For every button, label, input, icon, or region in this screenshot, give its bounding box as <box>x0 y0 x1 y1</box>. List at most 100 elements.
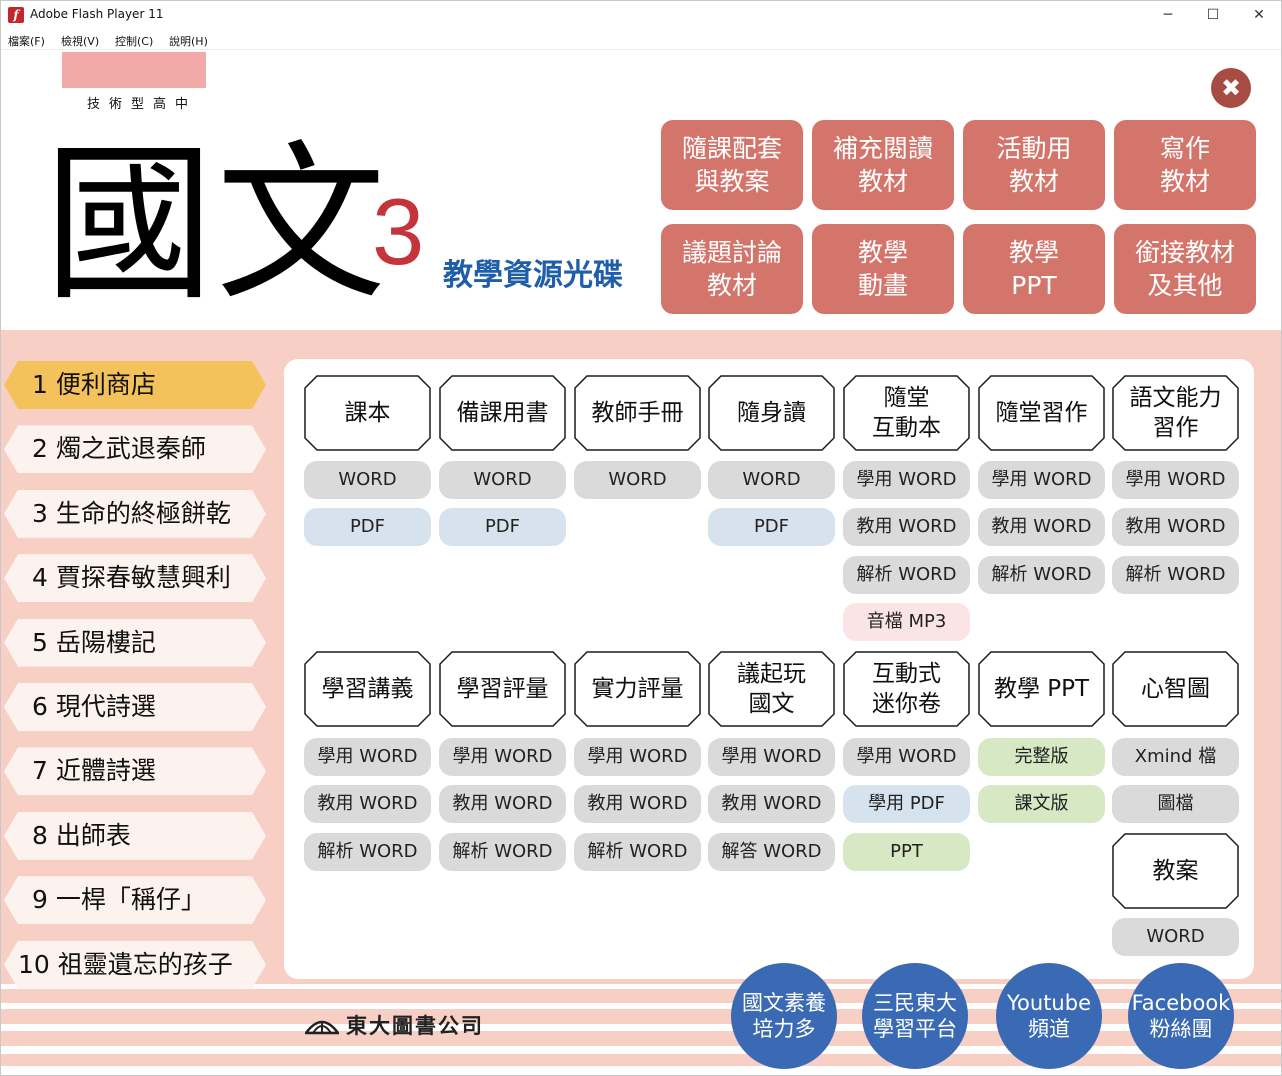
link-circle-4[interactable]: Facebook 粉絲團 <box>1128 963 1234 1069</box>
row1-col2-file-1[interactable]: WORD <box>439 461 566 499</box>
top-button-1[interactable]: 隨課配套 與教案 <box>661 120 803 210</box>
link-circle-3[interactable]: Youtube 頻道 <box>996 963 1102 1069</box>
row2-col5-file-3[interactable]: PPT <box>843 832 970 871</box>
row1-col6-file-1[interactable]: 學用 WORD <box>978 461 1105 499</box>
top-button-8[interactable]: 銜接教材 及其他 <box>1114 224 1256 314</box>
row2-header-1[interactable]: 學習講義 <box>304 651 431 727</box>
row2-col2-file-1[interactable]: 學用 WORD <box>439 738 566 776</box>
menu-control[interactable]: 控制(C) <box>115 35 154 48</box>
link-circle-1[interactable]: 國文素養 培力多 <box>731 963 837 1069</box>
row1-col5-file-2[interactable]: 教用 WORD <box>843 508 970 547</box>
row1-col1-file-1[interactable]: WORD <box>304 461 431 499</box>
top-button-3[interactable]: 活動用 教材 <box>963 120 1105 210</box>
row2-col3-file-3[interactable]: 解析 WORD <box>574 832 701 871</box>
row1-header-2[interactable]: 備課用書 <box>439 375 566 451</box>
lesson-item-6[interactable]: 6 現代詩選 <box>4 683 266 731</box>
row1-header-5-label: 隨堂 互動本 <box>872 385 941 441</box>
lesson-item-1[interactable]: 1 便利商店 <box>4 361 266 409</box>
row1-header-1[interactable]: 課本 <box>304 375 431 451</box>
row2-col5-file-2[interactable]: 學用 PDF <box>843 785 970 824</box>
lesson-plan-file-1[interactable]: WORD <box>1112 918 1239 956</box>
row1-col3-file-1[interactable]: WORD <box>574 461 701 499</box>
row1-header-1-label: 課本 <box>344 400 391 426</box>
row2-col7-file-2[interactable]: 圖檔 <box>1112 785 1239 824</box>
row2-col4-file-3[interactable]: 解答 WORD <box>708 832 835 871</box>
row2-header-3[interactable]: 實力評量 <box>574 651 701 727</box>
row1-col7-file-1[interactable]: 學用 WORD <box>1112 461 1239 499</box>
row1-col5-file-1[interactable]: 學用 WORD <box>843 461 970 499</box>
row2-col4-file-2[interactable]: 教用 WORD <box>708 785 835 824</box>
link-circle-2[interactable]: 三民東大 學習平台 <box>862 963 968 1069</box>
maximize-button[interactable]: ☐ <box>1206 7 1220 23</box>
row2-col6-file-2[interactable]: 課文版 <box>978 785 1105 824</box>
row2-col2-file-2[interactable]: 教用 WORD <box>439 785 566 824</box>
row2-header-2[interactable]: 學習評量 <box>439 651 566 727</box>
menu-view[interactable]: 檢視(V) <box>61 35 100 48</box>
minimize-button[interactable]: ─ <box>1163 7 1173 23</box>
row1-col6-file-3[interactable]: 解析 WORD <box>978 555 1105 594</box>
row2-header-5-label: 互動式 迷你卷 <box>872 661 941 717</box>
top-button-7[interactable]: 教學 PPT <box>963 224 1105 314</box>
publisher-logo-icon <box>305 1020 339 1035</box>
row1-col4-file-1[interactable]: WORD <box>708 461 835 499</box>
row2-col6-file-1[interactable]: 完整版 <box>978 738 1105 776</box>
row2-col1-file-1[interactable]: 學用 WORD <box>304 738 431 776</box>
lesson-item-3[interactable]: 3 生命的終極餅乾 <box>4 489 266 538</box>
row1-header-4-label: 隨身讀 <box>737 400 806 426</box>
top-button-6[interactable]: 教學 動畫 <box>812 224 954 314</box>
row1-col7-file-3[interactable]: 解析 WORD <box>1112 555 1239 594</box>
stripe <box>0 1003 1282 1009</box>
row2-header-6-label: 教學 PPT <box>993 676 1090 702</box>
lesson-item-8[interactable]: 8 出師表 <box>4 811 266 860</box>
title-bar: f Adobe Flash Player 11 ─ ☐ ✕ <box>0 0 1282 30</box>
top-button-4[interactable]: 寫作 教材 <box>1114 120 1256 210</box>
row1-col2-file-2[interactable]: PDF <box>439 508 566 547</box>
row2-header-7[interactable]: 心智圖 <box>1112 651 1239 727</box>
lesson-item-2[interactable]: 2 燭之武退秦師 <box>4 425 266 474</box>
row1-header-3[interactable]: 教師手冊 <box>574 375 701 451</box>
publisher-name: 東大圖書公司 <box>346 1013 484 1038</box>
row1-header-6-label: 隨堂習作 <box>995 400 1088 426</box>
row2-header-2-label: 學習評量 <box>456 676 549 702</box>
close-window-button[interactable]: ✕ <box>1253 7 1265 23</box>
row2-col3-file-2[interactable]: 教用 WORD <box>574 785 701 824</box>
row2-col1-file-2[interactable]: 教用 WORD <box>304 785 431 824</box>
row1-header-7[interactable]: 語文能力 習作 <box>1112 375 1239 451</box>
row2-col5-file-1[interactable]: 學用 WORD <box>843 738 970 776</box>
lesson-item-10[interactable]: 10 祖靈遺忘的孩子 <box>4 940 266 989</box>
lesson-item-9[interactable]: 9 一桿「稱仔」 <box>4 876 266 925</box>
row1-col7-file-2[interactable]: 教用 WORD <box>1112 508 1239 547</box>
redacted-logo <box>62 52 206 88</box>
lesson-item-5[interactable]: 5 岳陽樓記 <box>4 618 266 667</box>
stripe <box>0 1066 1282 1076</box>
row1-col6-file-2[interactable]: 教用 WORD <box>978 508 1105 547</box>
row2-header-4[interactable]: 議起玩 國文 <box>708 651 835 727</box>
row2-header-6[interactable]: 教學 PPT <box>978 651 1105 727</box>
lesson-item-7[interactable]: 7 近體詩選 <box>4 747 266 796</box>
row1-header-5[interactable]: 隨堂 互動本 <box>843 375 970 451</box>
row2-col7-file-1[interactable]: Xmind 檔 <box>1112 738 1239 776</box>
row1-header-7-label: 語文能力 習作 <box>1129 385 1222 441</box>
row1-header-6[interactable]: 隨堂習作 <box>978 375 1105 451</box>
row2-col4-file-1[interactable]: 學用 WORD <box>708 738 835 776</box>
menu-file[interactable]: 檔案(F) <box>8 35 45 48</box>
school-label: 技術型高中 <box>87 97 198 112</box>
row1-col4-file-2[interactable]: PDF <box>708 508 835 547</box>
row2-header-5[interactable]: 互動式 迷你卷 <box>843 651 970 727</box>
row1-col1-file-2[interactable]: PDF <box>304 508 431 547</box>
lesson-item-4[interactable]: 4 賈探春敏慧興利 <box>4 554 266 603</box>
row1-col5-file-4[interactable]: 音檔 MP3 <box>843 602 970 641</box>
close-app-icon[interactable]: ✖ <box>1211 68 1251 108</box>
row2-col3-file-1[interactable]: 學用 WORD <box>574 738 701 776</box>
stripe <box>0 984 1282 989</box>
top-button-5[interactable]: 議題討論 教材 <box>661 224 803 314</box>
row1-header-4[interactable]: 隨身讀 <box>708 375 835 451</box>
row2-col1-file-3[interactable]: 解析 WORD <box>304 832 431 871</box>
row1-col5-file-3[interactable]: 解析 WORD <box>843 555 970 594</box>
row1-header-3-label: 教師手冊 <box>591 400 684 426</box>
top-button-2[interactable]: 補充閱讀 教材 <box>812 120 954 210</box>
row2-col2-file-3[interactable]: 解析 WORD <box>439 832 566 871</box>
menu-help[interactable]: 說明(H) <box>169 35 208 48</box>
main-title: 國文 <box>44 126 389 324</box>
lesson-plan-header[interactable]: 教案 <box>1112 833 1239 909</box>
